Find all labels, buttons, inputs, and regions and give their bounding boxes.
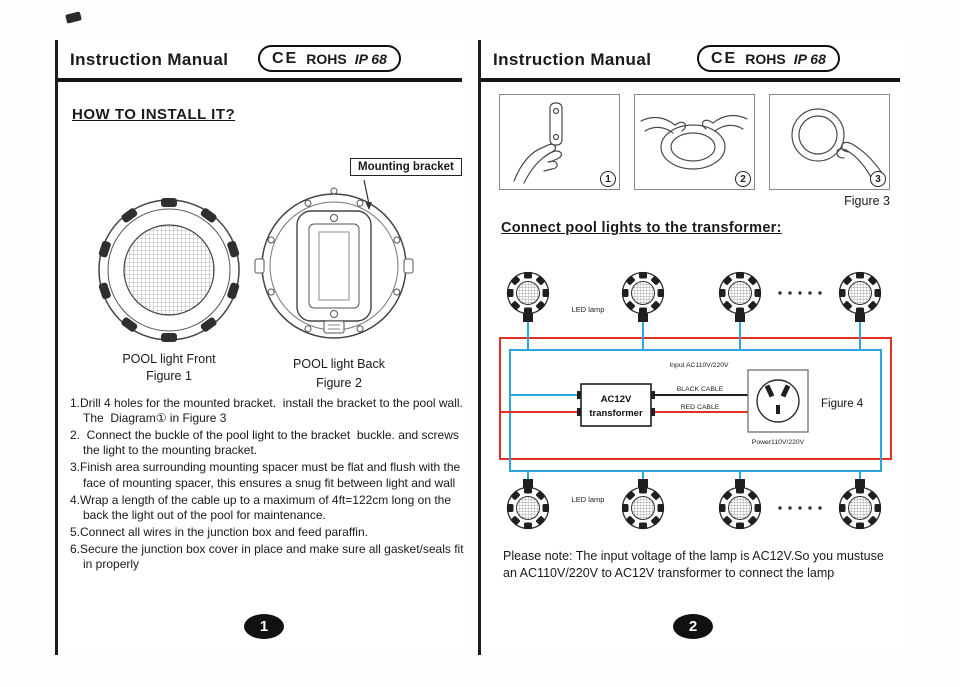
- figure1-label: Figure 1: [146, 369, 192, 383]
- page-number-2: 2: [673, 614, 713, 639]
- scan-artifact-mark: [65, 11, 82, 24]
- install-step-5: 5.Connect all wires in the junction box …: [70, 524, 368, 539]
- install-steps: 1.Drill 4 holes for the mounted bracket.…: [70, 396, 466, 574]
- transformer-box: AC12V transformer: [577, 383, 655, 427]
- page-title: Instruction Manual: [70, 50, 229, 69]
- input-voltage-label: Input AC110V/220V: [669, 362, 729, 369]
- more-lamps-dots-top: [778, 291, 822, 295]
- figure4-label: Figure 4: [821, 398, 864, 410]
- certification-badge: CE ROHS IP 68: [258, 45, 401, 72]
- pool-light-front-diagram: [98, 198, 240, 342]
- lamp-drop-wires-bottom: [527, 471, 861, 483]
- led-lamp-row-top: [506, 271, 882, 322]
- installation-step1-illustration: [513, 102, 563, 184]
- lamp-drop-wires-top: [527, 322, 861, 350]
- rohs-label: ROHS: [745, 50, 786, 67]
- ce-mark-icon: CE: [711, 49, 738, 67]
- figure3-step1-box: 1: [499, 94, 620, 190]
- figure3-label: Figure 3: [844, 194, 890, 208]
- page-title: Instruction Manual: [493, 50, 652, 69]
- figure1-caption: POOL light Front: [122, 352, 216, 366]
- pool-light-figures: [98, 179, 414, 342]
- certification-badge: CE ROHS IP 68: [697, 45, 840, 72]
- figure3-step2-box: 2: [634, 94, 755, 190]
- red-loop-wire: [499, 337, 892, 460]
- install-step-1: 1.Drill 4 holes for the mounted bracket.…: [70, 396, 466, 426]
- install-step-6: 6.Secure the junction box cover in place…: [70, 541, 467, 572]
- manual-page-1: Instruction Manual CE ROHS IP 68 HOW TO …: [55, 40, 465, 655]
- install-step-3: 3.Finish area surrounding mounting space…: [70, 460, 464, 490]
- rohs-label: ROHS: [306, 50, 347, 67]
- power-voltage-label: Power110V/220V: [752, 439, 805, 446]
- header-rule: [481, 78, 900, 82]
- figure2-label: Figure 2: [316, 376, 362, 390]
- mounting-bracket-callout-arrow: [363, 179, 372, 210]
- led-lamp-label-bottom: LED lamp: [572, 495, 605, 504]
- red-cable-label: RED CABLE: [681, 404, 720, 411]
- power-plug-icon: [747, 369, 809, 433]
- figure3-step1-number: 1: [600, 171, 616, 187]
- mounting-bracket-callout: Mounting bracket: [350, 158, 462, 176]
- voltage-note: Please note: The input voltage of the la…: [503, 549, 884, 580]
- led-lamp-label-top: LED lamp: [572, 305, 605, 314]
- manual-page-2: Instruction Manual CE ROHS IP 68 1: [478, 40, 905, 655]
- figure3-step3-number: 3: [870, 171, 886, 187]
- wiring-diagram: AC12V transformer LED lamp LED lamp Inpu…: [499, 271, 892, 530]
- installation-step2-illustration: [640, 114, 748, 170]
- blue-loop-wire: [509, 349, 882, 472]
- install-step-2: 2. Connect the buckle of the pool light …: [70, 428, 463, 458]
- ce-mark-icon: CE: [272, 49, 299, 67]
- figure3-step3-box: 3: [769, 94, 890, 190]
- page-number-1: 1: [244, 614, 284, 639]
- install-step-4: 4.Wrap a length of the cable up to a max…: [70, 492, 455, 522]
- transformer-label-line1: AC12V: [601, 394, 632, 405]
- section-title-install: HOW TO INSTALL IT?: [72, 106, 236, 123]
- pool-light-back-diagram: [254, 187, 414, 339]
- figure2-caption: POOL light Back: [293, 357, 385, 371]
- header-rule: [58, 78, 462, 82]
- more-lamps-dots-bottom: [778, 506, 822, 510]
- ip-rating: IP 68: [793, 50, 826, 67]
- black-cable-label: BLACK CABLE: [677, 386, 724, 393]
- section-title-connect: Connect pool lights to the transformer:: [501, 220, 782, 236]
- ip-rating: IP 68: [354, 50, 387, 67]
- installation-step3-illustration: [791, 108, 883, 184]
- transformer-label-line2: transformer: [589, 408, 643, 419]
- figure3-step2-number: 2: [735, 171, 751, 187]
- led-lamp-row-bottom: [506, 479, 882, 530]
